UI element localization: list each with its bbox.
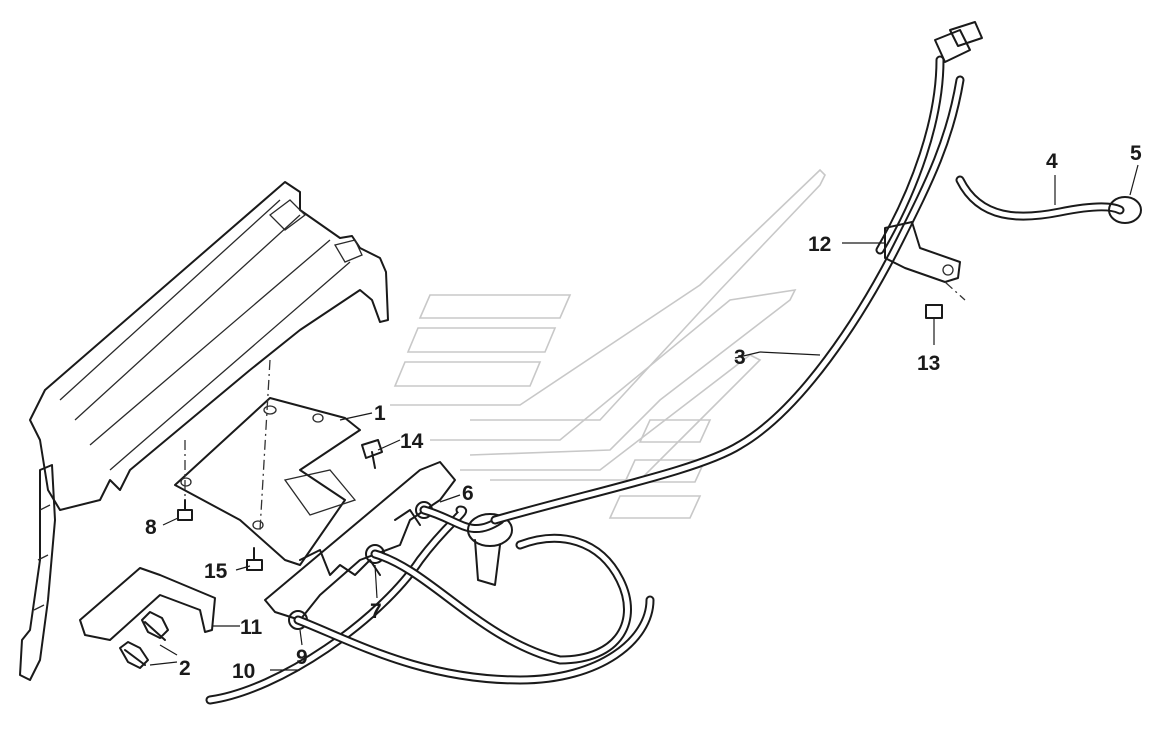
callout-labels: 1 2 3 4 5 6 7 8 9 10 11 12 13 14 15 <box>145 142 1142 683</box>
callout-12: 12 <box>808 233 831 256</box>
small-bracket <box>79 567 216 641</box>
callout-7: 7 <box>370 600 382 623</box>
hose-assembly <box>205 21 1142 705</box>
callout-15: 15 <box>204 560 228 583</box>
bolt-set <box>119 304 943 669</box>
callout-11: 11 <box>240 616 263 639</box>
mounting-plate <box>174 359 361 566</box>
callout-4: 4 <box>1046 150 1058 173</box>
hose-clamp <box>884 221 966 301</box>
callout-6: 6 <box>462 482 474 505</box>
callout-5: 5 <box>1130 142 1142 165</box>
frame-panel <box>19 181 389 681</box>
callout-2: 2 <box>179 657 191 680</box>
callout-1: 1 <box>374 402 386 425</box>
callout-9: 9 <box>296 646 308 669</box>
callout-8: 8 <box>145 516 157 539</box>
callout-10: 10 <box>232 660 255 683</box>
leader-lines <box>149 164 1139 671</box>
watermark-logo <box>390 168 826 519</box>
callout-3: 3 <box>734 346 746 369</box>
callout-13: 13 <box>917 352 940 375</box>
callout-14: 14 <box>400 430 424 453</box>
